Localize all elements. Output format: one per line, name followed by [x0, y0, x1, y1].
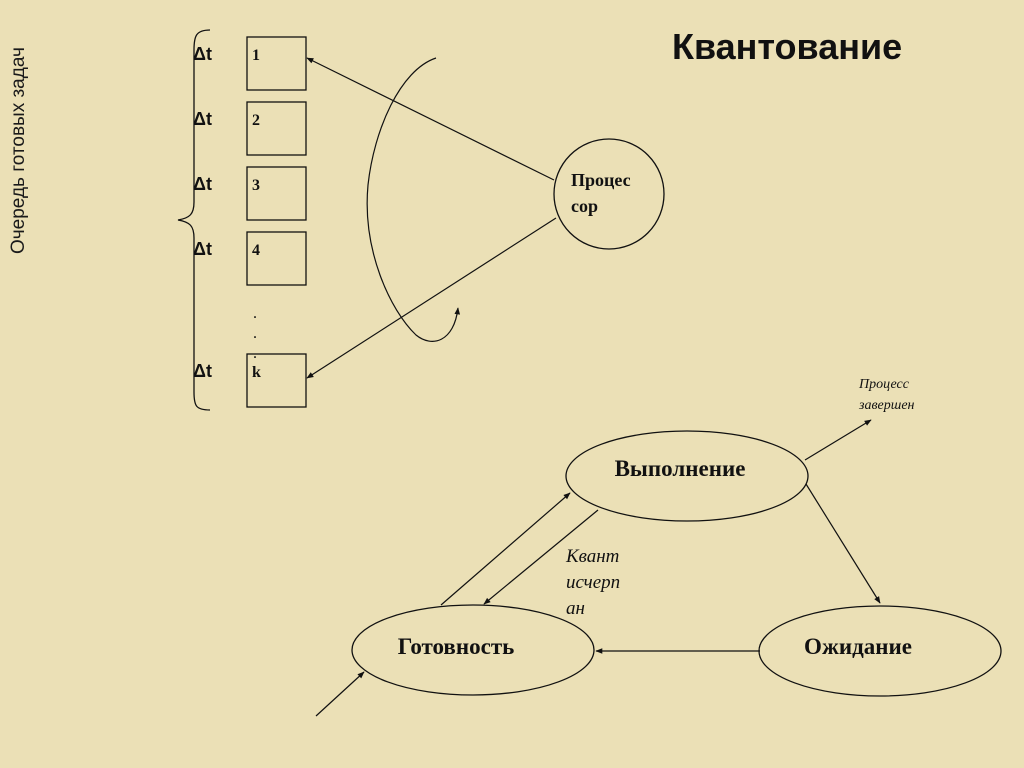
- state-ready: [351, 604, 595, 696]
- rotation-loop-arrow: [366, 57, 461, 342]
- queue-slot-number: 1: [252, 47, 260, 64]
- ellipsis-dot: .: [253, 345, 257, 362]
- arrow-running-to-waiting: [805, 483, 881, 604]
- delta-t-label: Δt: [193, 44, 212, 64]
- delta-t-label: Δt: [193, 239, 212, 259]
- ellipsis-dot: .: [253, 305, 257, 322]
- processor-circle: [553, 138, 665, 250]
- queue-label: Очередь готовых задач: [8, 47, 29, 254]
- slide-title: Квантование: [672, 26, 903, 67]
- queue-label-svg: Очередь готовых задач: [8, 47, 29, 254]
- arrow-entry-to-ready: [315, 671, 365, 717]
- state-ready-label: Готовность: [398, 634, 515, 659]
- delta-t-label: Δt: [193, 109, 212, 129]
- queue-slot-number: k: [252, 364, 261, 381]
- arrow-processor-to-slot-1: [306, 57, 555, 181]
- queue-slot-number: 3: [252, 177, 260, 194]
- arrow-running-to-done: [804, 419, 872, 461]
- processor-label-line1: Процес: [571, 170, 631, 190]
- state-running-label: Выполнение: [615, 456, 746, 481]
- arrow-running-to-ready: [483, 509, 599, 605]
- quantum-label-line: исчерп: [566, 572, 620, 593]
- queue-slot-number: 2: [252, 112, 260, 129]
- queue-slot-box: [246, 166, 307, 221]
- queue-slot-box: [246, 101, 307, 156]
- queue-slot-number: 4: [252, 242, 260, 259]
- quantum-label-line: ан: [566, 598, 585, 619]
- process-done-line: Процесс: [858, 377, 910, 392]
- queue-slot-box: [246, 353, 307, 408]
- queue-slot-box: [246, 36, 307, 91]
- queue-brace: [177, 29, 211, 411]
- queue-slot-box: [246, 231, 307, 286]
- process-done-line: завершен: [858, 398, 915, 413]
- delta-t-label: Δt: [193, 174, 212, 194]
- state-waiting-label: Ожидание: [804, 634, 912, 659]
- arrow-processor-to-slot-k: [306, 217, 557, 379]
- delta-t-label: Δt: [193, 361, 212, 381]
- state-running: [565, 430, 809, 522]
- ellipsis-dot: .: [253, 325, 257, 342]
- arrow-ready-to-running: [440, 492, 571, 606]
- processor-label-line2: сор: [571, 196, 598, 216]
- quantum-label-line: Квант: [565, 546, 619, 567]
